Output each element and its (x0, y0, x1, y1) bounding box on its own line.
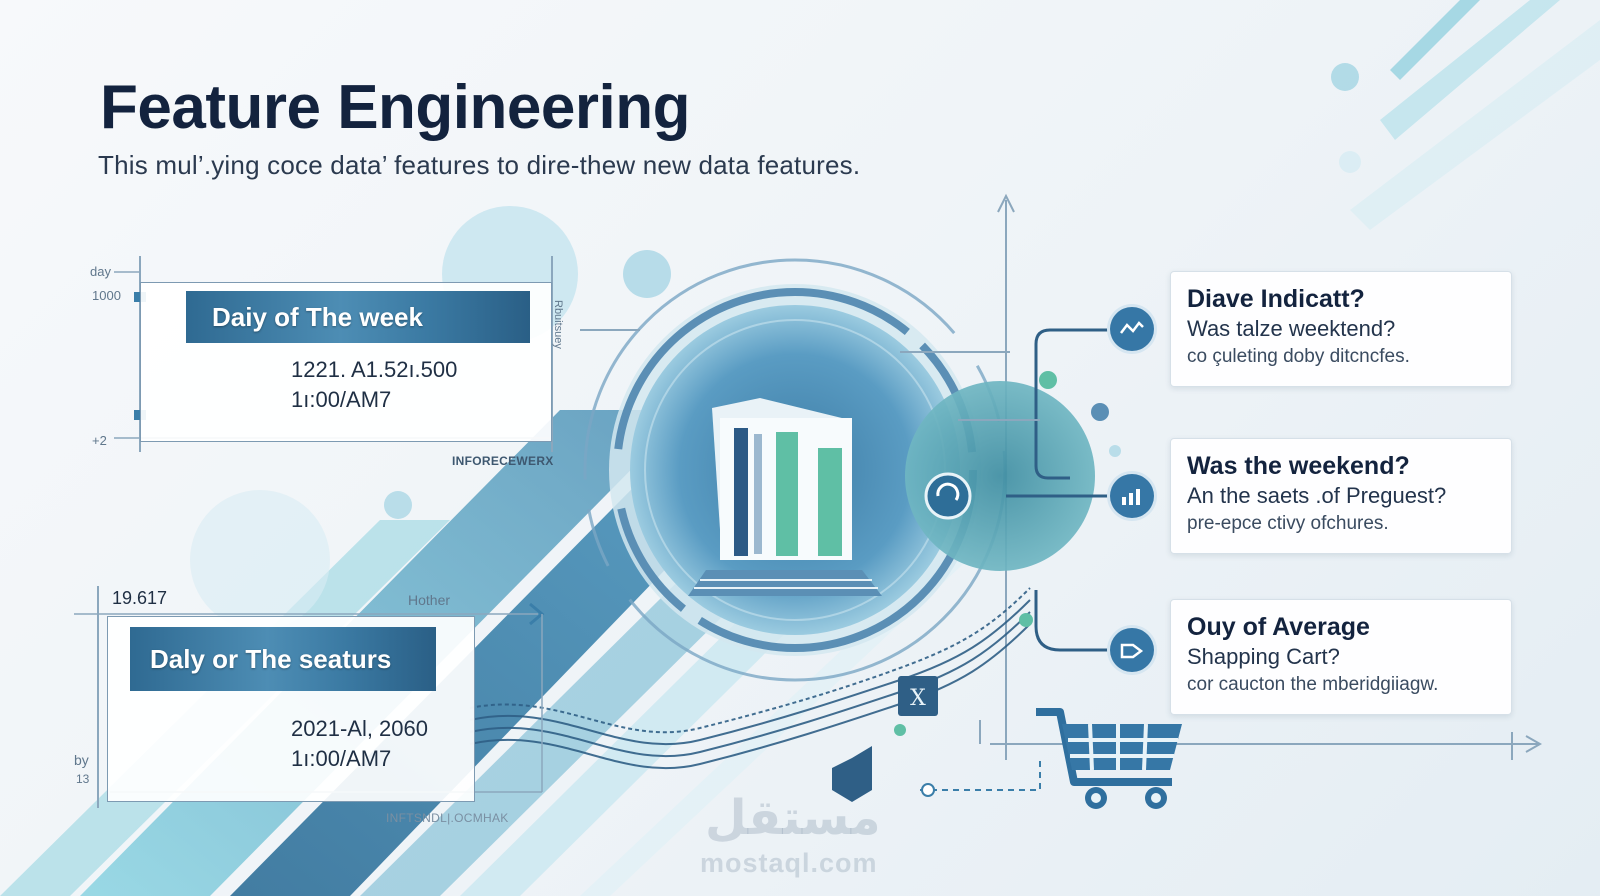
network-ribbon (469, 587, 1031, 769)
card-1-heading: Diave Indicatt? (1187, 285, 1365, 313)
svg-text:X: X (910, 686, 926, 711)
card-2-heading: Was the weekend? (1187, 452, 1410, 480)
top-panel-value-1: 1221. A1.52ı.500 (291, 357, 458, 382)
tag-icon (1110, 628, 1154, 672)
card-3-line-1: Shapping Cart? (1187, 644, 1340, 669)
bottom-panel-value-1: 2021-Al, 2060 (291, 716, 428, 741)
watermark-arabic: مستقل (705, 792, 881, 845)
card-2-line-1: An the saets .of Preguest? (1187, 483, 1447, 508)
axis-label-bottom: +2 (92, 433, 107, 448)
building-illustration (688, 398, 882, 596)
top-panel-side-label: Rbuitsuey (552, 300, 564, 349)
card-1-line-2: co çuleting doby ditcncfes. (1187, 346, 1410, 367)
bottom-panel-right-label: Hother (408, 592, 451, 608)
bar-chart-icon (1110, 474, 1154, 518)
axis-label-value: 1000 (92, 288, 121, 303)
bottom-panel-top-label: 19.617 (112, 588, 168, 608)
feature-card-2: Was the weekend? An the saets .of Pregue… (1170, 438, 1512, 554)
bottom-panel-side-label-1: by (74, 752, 89, 768)
card-1-line-1: Was talze weektend? (1187, 316, 1396, 341)
bottom-panel-box: Daly or The seaturs 2021-Al, 2060 1ı:00/… (107, 616, 475, 802)
bottom-panel-banner: Daly or The seaturs (130, 627, 436, 691)
top-panel-value-2: 1ı:00/AM7 (291, 387, 392, 412)
card-2-line-2: pre-epce ctivy ofchures. (1187, 513, 1389, 534)
top-panel-footer: INFORECEWERX (452, 454, 554, 468)
card-3-line-2: cor caucton the mberidgiiagw. (1187, 674, 1439, 695)
top-panel-banner: Daiy of The week (186, 291, 530, 343)
shopping-cart-icon (1036, 708, 1182, 809)
trend-icon (1110, 307, 1154, 351)
axis-label-top: day (90, 264, 111, 279)
watermark-url: mostaql.com (700, 848, 878, 878)
top-panel-box: Daiy of The week 1221. A1.52ı.500 1ı:00/… (140, 282, 552, 442)
card-3-heading: Ouy of Average (1187, 613, 1370, 641)
bottom-panel-side-label-2: 13 (76, 772, 90, 786)
page-title: Feature Engineering (100, 73, 690, 142)
page-subtitle: This mul’.ying coce data’ features to di… (98, 150, 861, 180)
feature-card-1: Diave Indicatt? Was talze weektend? co ç… (1170, 271, 1512, 387)
decor-streaks-top (1331, 0, 1600, 230)
bottom-panel-value-2: 1ı:00/AM7 (291, 746, 392, 771)
feature-card-3: Ouy of Average Shapping Cart? cor caucto… (1170, 599, 1512, 715)
bottom-panel-footer: INFTSNDL|.OCMHAK (386, 811, 509, 825)
connectors (580, 328, 1110, 797)
